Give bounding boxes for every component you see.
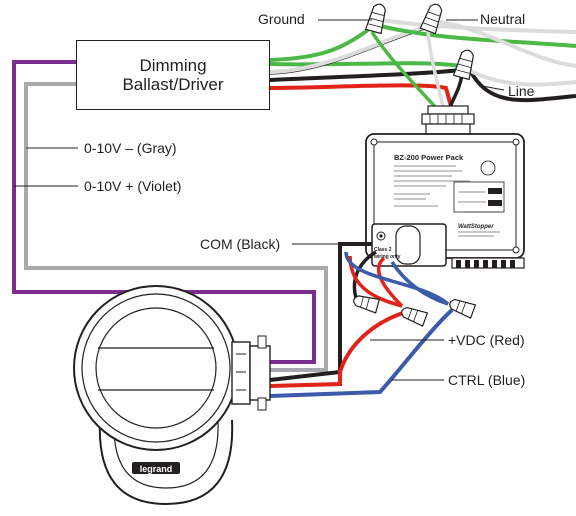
line-label: Line: [508, 83, 535, 99]
occupancy-sensor: [73, 285, 271, 506]
class2-label-1: Class 2: [374, 247, 392, 253]
power-pack-brand: WattStopper: [458, 224, 494, 230]
vdc-wire-nut: [401, 306, 429, 327]
red-switched-wire: [269, 83, 454, 111]
green-ground-wire: [269, 28, 461, 68]
ctrl-wire-nut: [449, 298, 477, 319]
pack-blue-wire-2: [344, 251, 450, 306]
dimming-ballast-driver: Dimming Ballast/Driver: [76, 40, 270, 110]
gray-wire: [24, 82, 328, 372]
gray-wire-label: 0-10V – (Gray): [84, 140, 177, 156]
ground-label: Ground: [258, 11, 305, 27]
sensor-blue-wire: [269, 308, 454, 398]
line-leader: [481, 85, 505, 91]
legrand-logo: legrand: [140, 464, 173, 474]
com-label: COM (Black): [200, 236, 281, 252]
black-line-wire: [269, 68, 463, 82]
vdc-label: +VDC (Red): [448, 332, 525, 348]
conduit-fitting: [421, 105, 475, 135]
violet-wire-label: 0-10V + (Violet): [84, 178, 182, 194]
class2-label-2: wiring only: [373, 254, 401, 260]
ballast-label-line1: Dimming: [139, 56, 207, 75]
com-wire-nut: [353, 295, 381, 314]
power-pack-title: BZ-200 Power Pack: [394, 153, 464, 162]
sensor-red-wire: [269, 310, 407, 388]
ground-wire-nut: [364, 3, 386, 35]
neutral-wire-nut: [419, 3, 443, 35]
ctrl-label: CTRL (Blue): [448, 372, 526, 388]
power-pack: [365, 133, 525, 269]
ballast-label-line2: Ballast/Driver: [122, 75, 224, 94]
com-black-wire: [269, 242, 372, 382]
pack-red-wire: [377, 256, 404, 308]
neutral-label: Neutral: [480, 11, 526, 27]
line-wire-nut: [452, 49, 474, 81]
